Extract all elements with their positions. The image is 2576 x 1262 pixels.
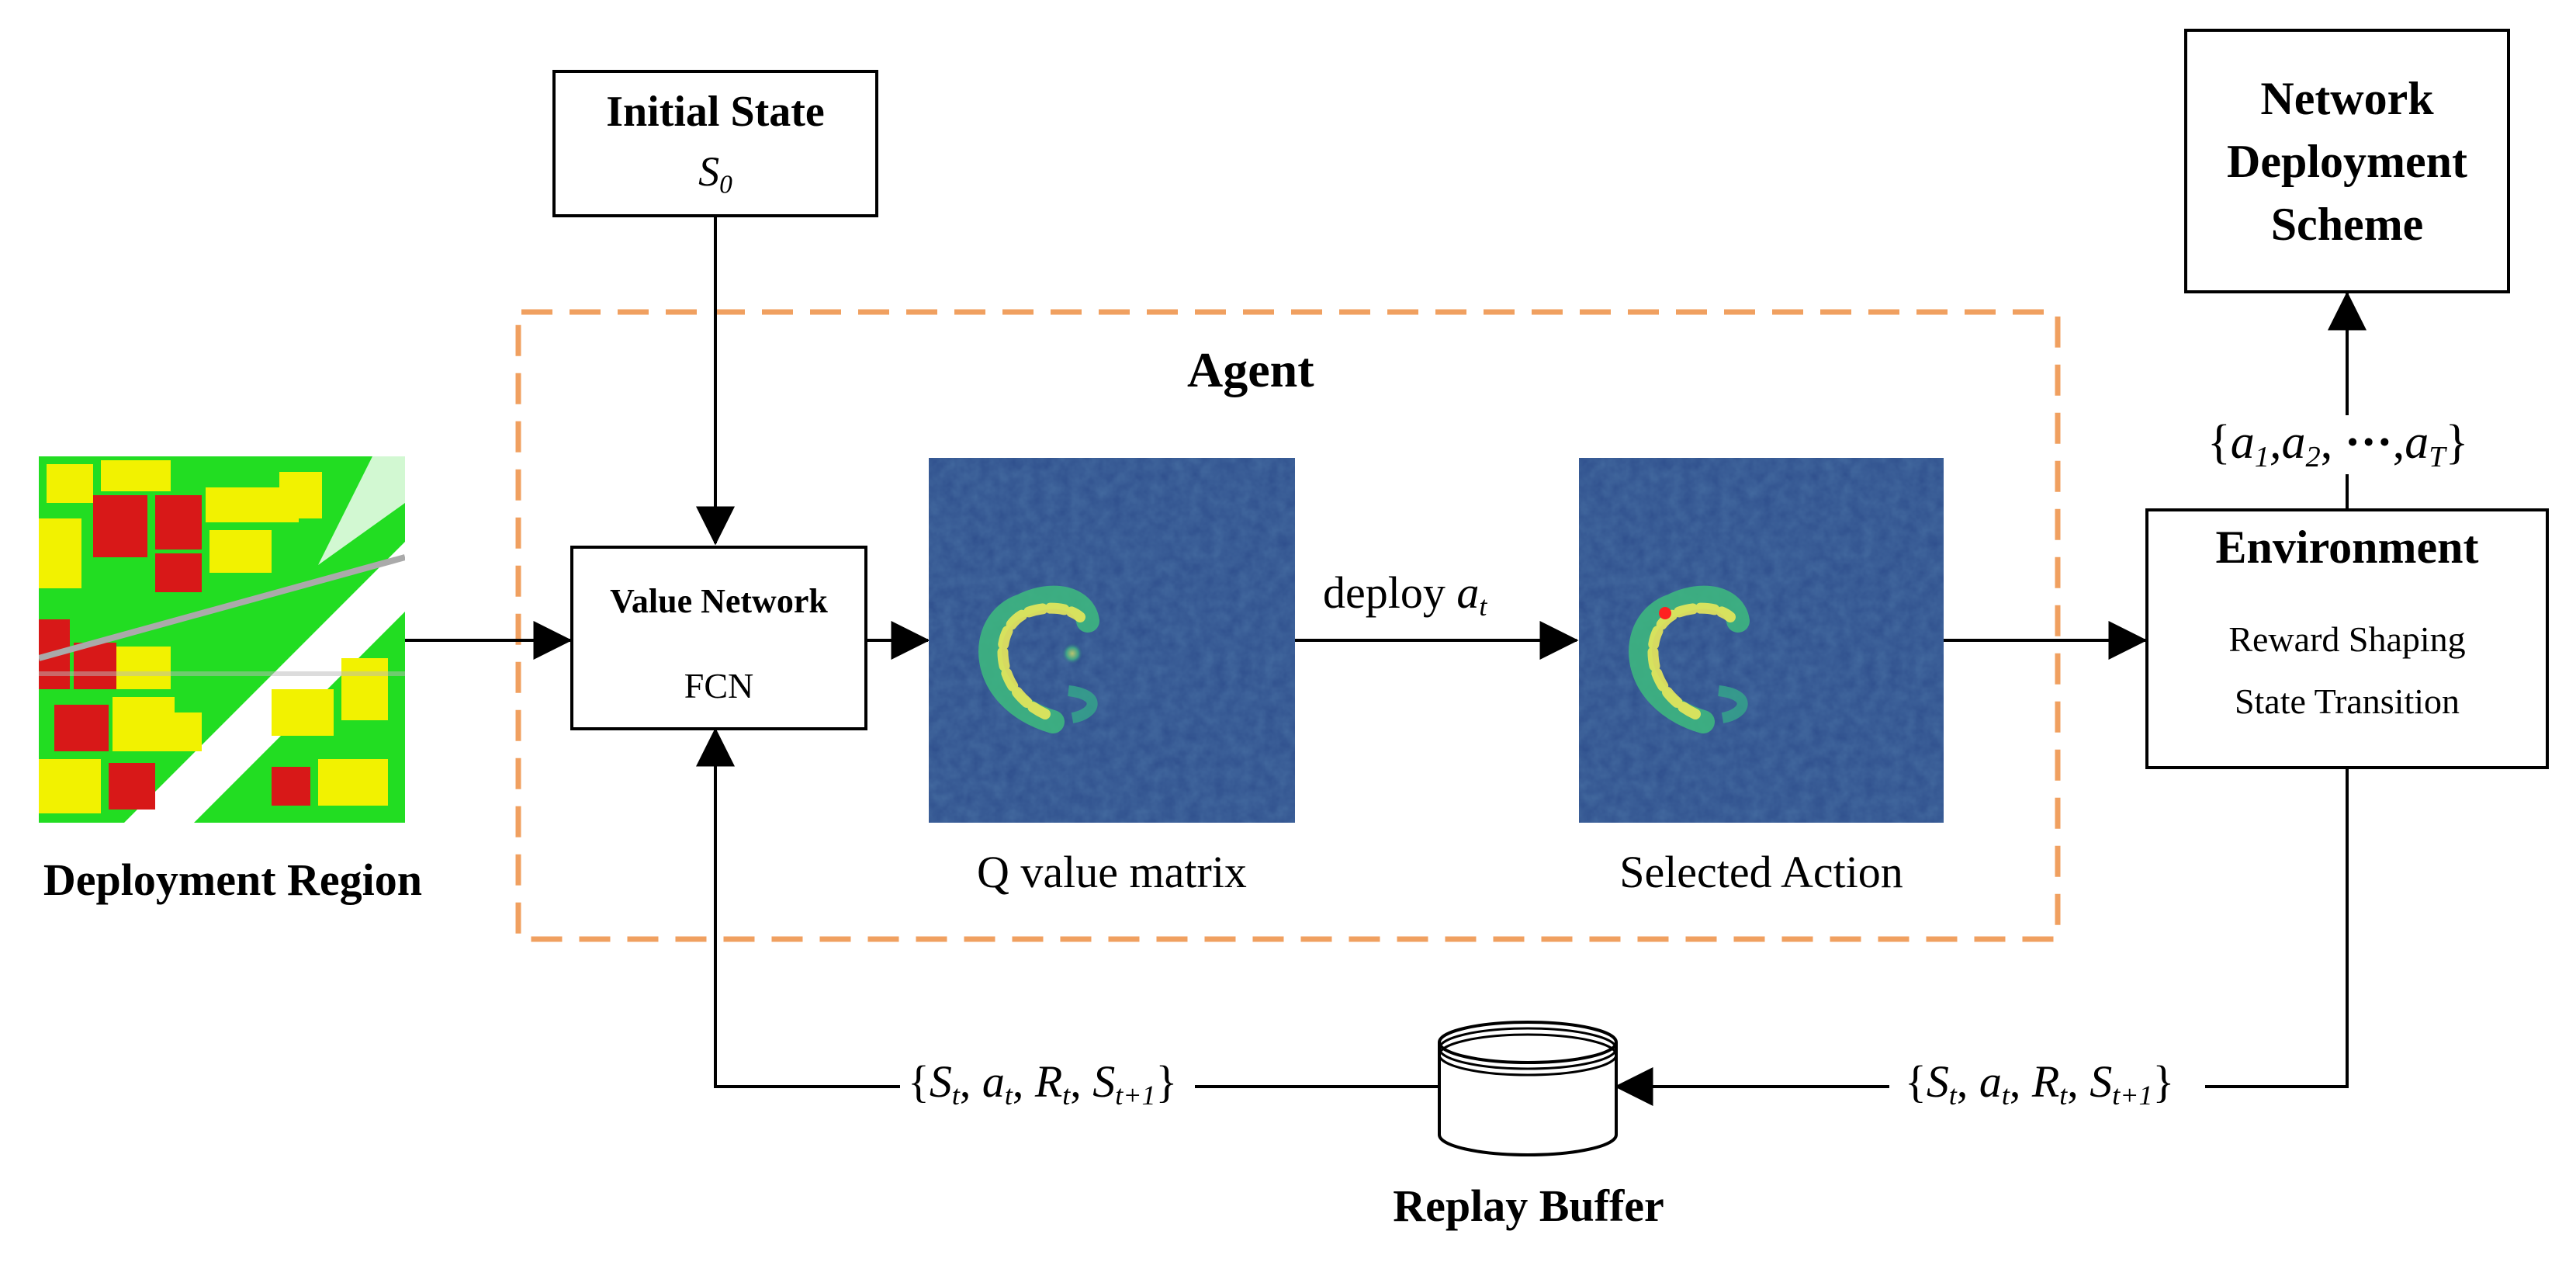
selected-action-caption: Selected Action: [1619, 847, 1903, 897]
transition-label-right: {St, at, Rt, St+1}: [1905, 1056, 2175, 1111]
deployment-region-caption: Deployment Region: [43, 855, 423, 905]
arrow-env-to-buffer: [2205, 768, 2349, 1088]
value-network-box: Value Network FCN: [570, 546, 867, 730]
environment-title: Environment: [2215, 522, 2479, 573]
q-value-matrix-image: [929, 458, 1295, 823]
environment-line2: State Transition: [2234, 681, 2460, 721]
deployment-scheme-box: Network Deployment Scheme: [2184, 29, 2510, 293]
scheme-line2: Deployment: [2227, 136, 2467, 187]
selected-action-dot: [1659, 607, 1671, 619]
initial-state-box: Initial State S0: [552, 70, 878, 217]
replay-buffer-caption: Replay Buffer: [1393, 1181, 1664, 1231]
transition-label-left: {St, at, Rt, St+1}: [908, 1056, 1178, 1111]
arrow-buffer-to-value-b: [696, 727, 900, 1088]
agent-frame: [515, 309, 2061, 942]
initial-state-title: Initial State: [606, 88, 825, 136]
initial-state-symbol: S0: [698, 148, 732, 199]
value-network-subtitle: FCN: [684, 666, 754, 706]
scheme-line1: Network: [2260, 73, 2434, 124]
q-matrix-caption: Q value matrix: [977, 847, 1247, 897]
deploy-action-label: deploy at: [1323, 567, 1487, 622]
value-network-title: Value Network: [610, 582, 828, 620]
action-sequence-label: {a1,a2, ···,aT}: [2207, 415, 2469, 474]
scheme-line3: Scheme: [2270, 199, 2424, 250]
environment-line1: Reward Shaping: [2228, 619, 2466, 659]
environment-box: Environment Reward Shaping State Transit…: [2145, 508, 2549, 769]
selected-action-image: [1579, 458, 1944, 823]
deployment-region-image: [39, 456, 405, 823]
replay-buffer-icon: [1438, 1021, 1618, 1156]
agent-title: Agent: [1187, 342, 1314, 397]
